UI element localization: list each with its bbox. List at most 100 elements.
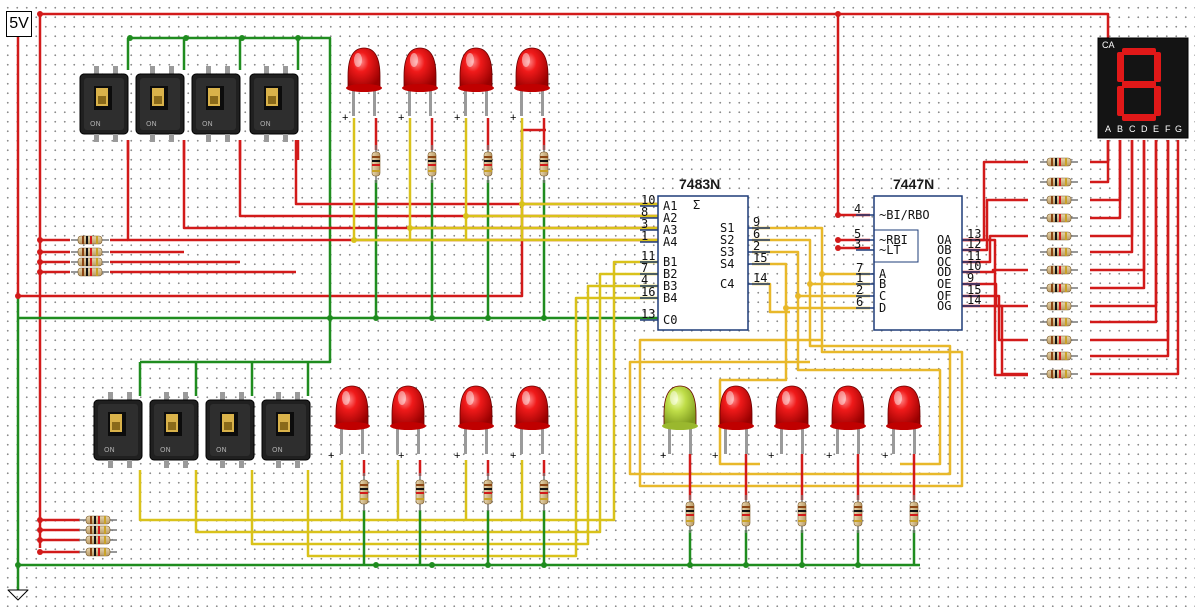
- display-segment-label: B: [1117, 124, 1124, 134]
- adder-pin-name: S2: [720, 233, 735, 247]
- led-polarity-mark: +: [454, 112, 461, 124]
- junction-dot: [37, 249, 43, 255]
- led-polarity-mark: +: [342, 112, 349, 124]
- junction-dot: [807, 281, 813, 287]
- segment-resistor: [1039, 351, 1079, 361]
- adder-pin-name: A4: [663, 235, 678, 249]
- led-polarity-mark: +: [328, 450, 335, 462]
- led-resistor: [685, 494, 695, 534]
- decoder-control-box: [873, 229, 919, 263]
- switch-b2-line: [194, 272, 660, 534]
- adder-pin-name: C0: [663, 313, 678, 327]
- sum-led-loop-d: [718, 308, 788, 466]
- decoder-chip-title: 7447N: [893, 176, 935, 192]
- switch-a1-line: [294, 140, 660, 206]
- dip-switch-bottom-4: [261, 391, 311, 469]
- adder-pin-number: 10: [641, 193, 656, 207]
- led-polarity-mark: +: [510, 450, 517, 462]
- led-resistor: [539, 472, 549, 512]
- decoder-pin-number: 13: [967, 227, 982, 241]
- seg-res-to-display: [1090, 140, 1134, 254]
- segment-resistor: [1039, 317, 1079, 327]
- junction-dot: [295, 35, 301, 41]
- adder-pin-number: 7: [641, 261, 649, 275]
- display-segment-label: A: [1105, 124, 1112, 134]
- seg-res-to-display: [1090, 140, 1110, 184]
- decoder-pin-number: 12: [967, 237, 982, 251]
- seg-res-to-display: [1090, 140, 1134, 238]
- switch-b1-line: [138, 260, 660, 522]
- led-top-4: [514, 47, 550, 116]
- junction-dot: [687, 562, 693, 568]
- junction-dot: [835, 212, 841, 218]
- dip-switch-top-2: [135, 65, 185, 143]
- junction-dot: [463, 213, 469, 219]
- junction-dot: [485, 315, 491, 321]
- sum-s1-line: [752, 226, 870, 276]
- decoder-pin-name: C: [879, 289, 887, 303]
- led-polarity-mark: +: [454, 450, 461, 462]
- led-polarity-mark: +: [768, 450, 775, 462]
- pulldown-resistor: [78, 525, 118, 535]
- display-segment-a: [1122, 48, 1156, 55]
- junction-dot: [37, 527, 43, 533]
- junction-dot: [743, 562, 749, 568]
- pulldown-resistor: [70, 235, 110, 245]
- dip-switch-top-4: [249, 65, 299, 143]
- display-segment-g: [1122, 81, 1156, 88]
- junction-dot: [541, 562, 547, 568]
- sum-led-loop-c: [796, 296, 942, 466]
- adder-pin-name: A3: [663, 223, 678, 237]
- sum-s2-line: [752, 238, 870, 286]
- decoder-pin-number: 15: [967, 283, 982, 297]
- junction-dot: [819, 271, 825, 277]
- decoder-pin-number: 6: [856, 295, 864, 309]
- decoder-pin-name: OC: [937, 255, 952, 269]
- decoder-chip-body: [873, 195, 963, 331]
- decoder-pin-number: 14: [967, 293, 982, 307]
- switch-a4-line: [126, 140, 660, 242]
- led-polarity-mark: +: [882, 450, 889, 462]
- junction-dot: [37, 259, 43, 265]
- seg-res-to-display: [1090, 140, 1158, 324]
- adder-pin-name: S3: [720, 245, 735, 259]
- segment-resistor: [1039, 301, 1079, 311]
- adder-pin-number: 9: [753, 215, 761, 229]
- led-bottom-1: [334, 385, 370, 454]
- junction-dot: [835, 11, 841, 17]
- display-segment-f: [1117, 52, 1124, 82]
- adder-pin-name: A1: [663, 199, 678, 213]
- junction-dot: [373, 562, 379, 568]
- switch-b4-line: [306, 296, 660, 558]
- dip-switch-top-3: [191, 65, 241, 143]
- junction-dot: [37, 537, 43, 543]
- adder-pin-number: 8: [641, 205, 649, 219]
- decoder-pin-number: 4: [854, 202, 862, 216]
- dip-switch-top-1: [79, 65, 129, 143]
- adder-pin-name: A2: [663, 211, 678, 225]
- decoder-pin-name: A: [879, 267, 887, 281]
- vcc-left-rail: [16, 35, 546, 298]
- switch-b3-line: [250, 284, 660, 546]
- led-resistor: [359, 472, 369, 512]
- seg-res-to-display: [1090, 140, 1122, 202]
- led-top-3: [458, 47, 494, 116]
- adder-pin-number: 6: [753, 227, 761, 241]
- display-segment-d: [1122, 114, 1156, 121]
- junction-dot: [127, 35, 133, 41]
- segment-resistor: [1039, 335, 1079, 345]
- segment-resistor: [1039, 265, 1079, 275]
- dip-switch-bottom-3: [205, 391, 255, 469]
- seg-res-to-display: [1090, 140, 1180, 376]
- led-resistor: [483, 472, 493, 512]
- junction-dot: [15, 293, 21, 299]
- sum-led-loop-b: [628, 284, 952, 476]
- segment-resistor: [1039, 195, 1079, 205]
- junction-dot: [239, 35, 245, 41]
- junction-dot: [795, 293, 801, 299]
- led-resistor: [853, 494, 863, 534]
- junction-dot: [835, 237, 841, 243]
- segment-resistor: [1039, 247, 1079, 257]
- vcc-bi-line: [836, 14, 870, 217]
